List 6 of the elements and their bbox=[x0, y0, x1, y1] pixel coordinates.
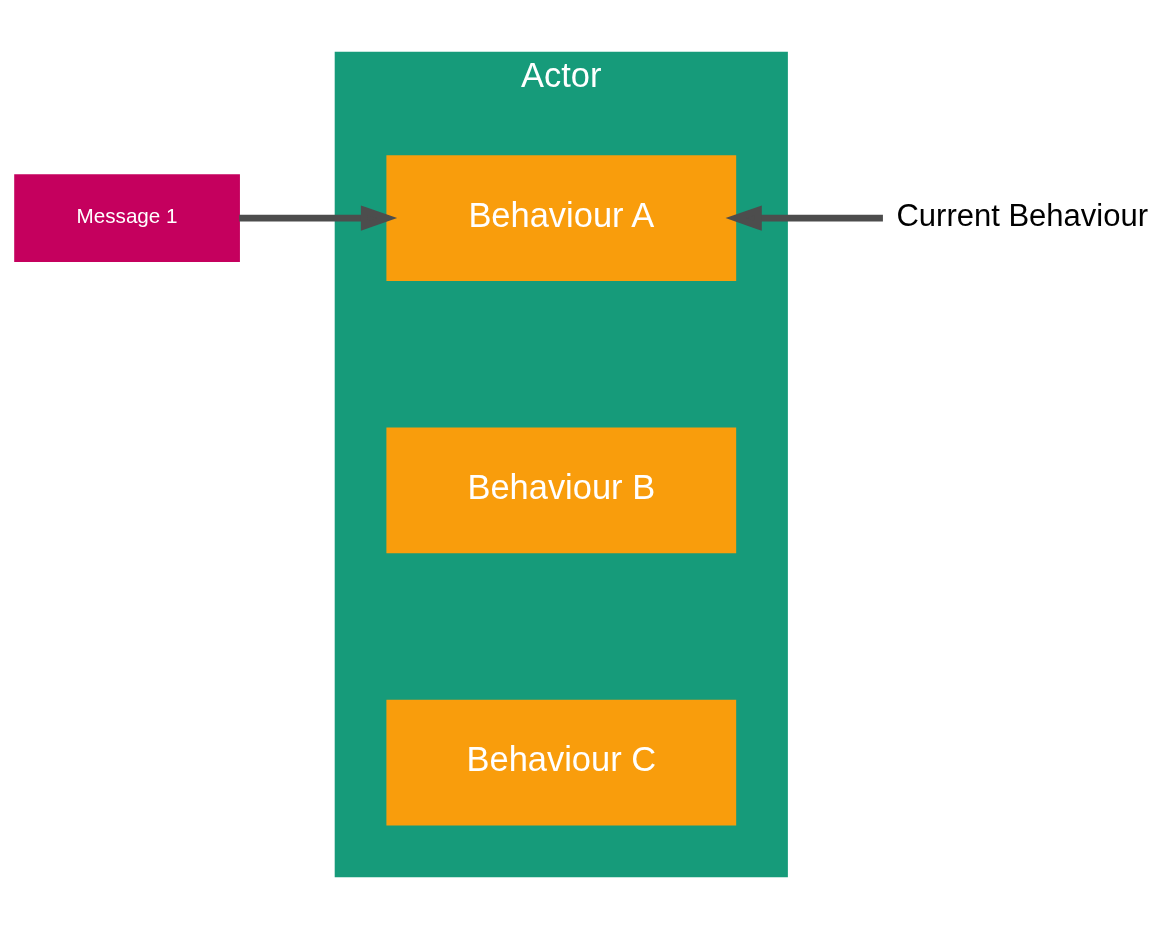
node-box: Behaviour B bbox=[386, 426, 737, 553]
node-box: Behaviour C bbox=[386, 699, 737, 825]
node-text: Current Behaviour bbox=[896, 197, 1149, 233]
node-box: Behaviour A bbox=[386, 154, 737, 281]
arrow bbox=[239, 204, 398, 231]
node-box: Message 1 bbox=[14, 173, 240, 262]
